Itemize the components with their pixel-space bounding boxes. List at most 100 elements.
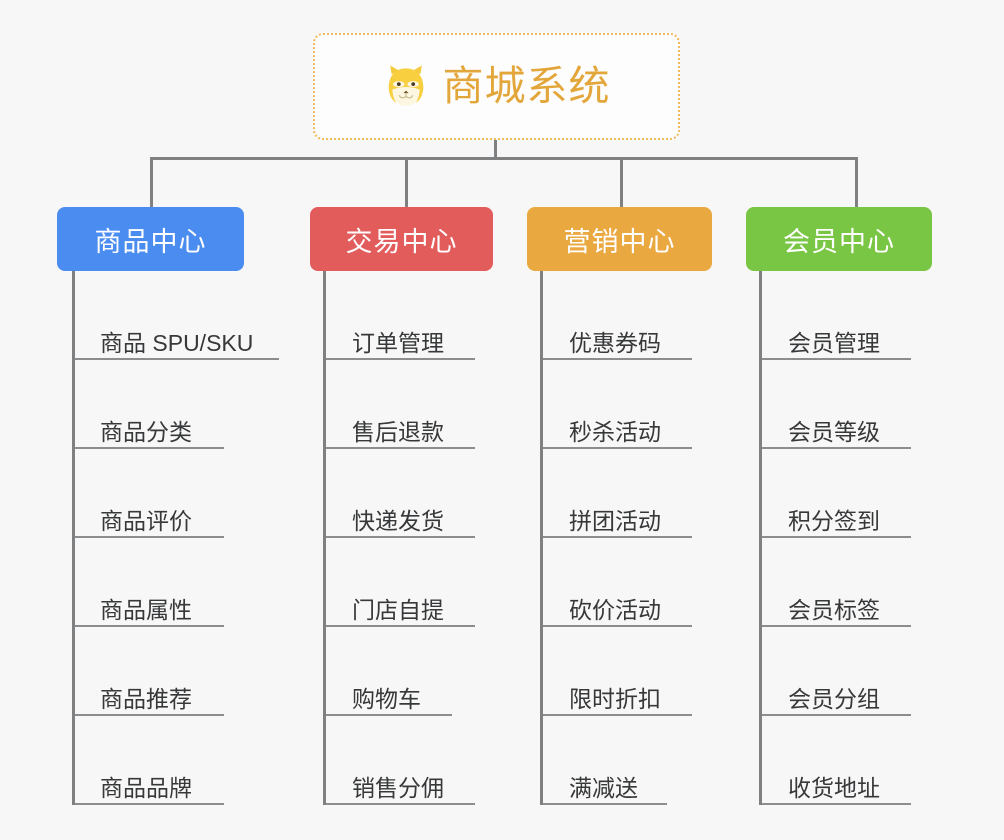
leaf-underline — [72, 803, 224, 805]
connector-drop-2 — [405, 157, 408, 210]
category-label: 交易中心 — [345, 226, 458, 257]
leaf-label: 限时折扣 — [569, 685, 661, 712]
list-item[interactable]: 秒杀活动 — [527, 360, 747, 449]
leaf-underline — [540, 714, 692, 716]
leaf-underline — [323, 803, 475, 805]
leaf-underline — [72, 536, 224, 538]
leaf-underline — [759, 358, 911, 360]
leaf-label: 秒杀活动 — [569, 418, 661, 445]
list-item[interactable]: 会员等级 — [746, 360, 966, 449]
list-item[interactable]: 购物车 — [310, 627, 530, 716]
leaf-label: 收货地址 — [788, 774, 880, 801]
leaf-label: 快递发货 — [352, 507, 444, 534]
column-member-center: 会员中心会员管理会员等级积分签到会员标签会员分组收货地址 — [746, 207, 966, 805]
list-item[interactable]: 商品分类 — [57, 360, 277, 449]
leaf-label: 门店自提 — [352, 596, 444, 623]
leaf-label: 会员分组 — [788, 685, 880, 712]
list-item[interactable]: 门店自提 — [310, 538, 530, 627]
leaf-label: 销售分佣 — [352, 774, 444, 801]
list-item[interactable]: 快递发货 — [310, 449, 530, 538]
column-spine — [323, 271, 326, 805]
leaf-label: 会员等级 — [788, 418, 880, 445]
list-item[interactable]: 会员分组 — [746, 627, 966, 716]
leaf-underline — [72, 625, 224, 627]
connector-bus — [150, 157, 858, 160]
root-node[interactable]: 商城系统 — [313, 33, 680, 140]
leaf-label: 会员管理 — [788, 329, 880, 356]
list-item[interactable]: 砍价活动 — [527, 538, 747, 627]
leaf-list-marketing-center: 优惠券码秒杀活动拼团活动砍价活动限时折扣满减送 — [527, 271, 747, 805]
list-item[interactable]: 售后退款 — [310, 360, 530, 449]
leaf-label: 会员标签 — [788, 596, 880, 623]
list-item[interactable]: 满减送 — [527, 716, 747, 805]
list-item[interactable]: 积分签到 — [746, 449, 966, 538]
column-spine — [540, 271, 543, 805]
leaf-underline — [540, 358, 692, 360]
connector-drop-3 — [620, 157, 623, 210]
leaf-underline — [323, 714, 452, 716]
list-item[interactable]: 商品 SPU/SKU — [57, 271, 279, 360]
leaf-label: 优惠券码 — [569, 329, 661, 356]
shiba-dog-face-icon — [383, 64, 429, 110]
list-item[interactable]: 会员标签 — [746, 538, 966, 627]
leaf-label: 满减送 — [569, 774, 638, 801]
category-box-trade-center[interactable]: 交易中心 — [310, 207, 493, 271]
leaf-underline — [759, 447, 911, 449]
leaf-underline — [759, 714, 911, 716]
list-item[interactable]: 拼团活动 — [527, 449, 747, 538]
category-box-marketing-center[interactable]: 营销中心 — [527, 207, 712, 271]
column-spine — [72, 271, 75, 805]
leaf-underline — [72, 358, 279, 360]
list-item[interactable]: 销售分佣 — [310, 716, 530, 805]
leaf-underline — [323, 447, 475, 449]
leaf-underline — [759, 625, 911, 627]
column-spine — [759, 271, 762, 805]
leaf-underline — [72, 447, 224, 449]
category-box-member-center[interactable]: 会员中心 — [746, 207, 932, 271]
leaf-label: 砍价活动 — [569, 596, 661, 623]
leaf-label: 商品品牌 — [100, 774, 192, 801]
leaf-underline — [540, 447, 692, 449]
leaf-underline — [323, 625, 475, 627]
connector-trunk — [494, 140, 497, 159]
category-label: 会员中心 — [783, 226, 895, 257]
list-item[interactable]: 商品评价 — [57, 449, 277, 538]
connector-drop-1 — [150, 157, 153, 210]
leaf-label: 积分签到 — [788, 507, 880, 534]
column-marketing-center: 营销中心优惠券码秒杀活动拼团活动砍价活动限时折扣满减送 — [527, 207, 747, 805]
leaf-list-trade-center: 订单管理售后退款快递发货门店自提购物车销售分佣 — [310, 271, 530, 805]
leaf-label: 商品分类 — [100, 418, 192, 445]
leaf-label: 商品评价 — [100, 507, 192, 534]
leaf-underline — [759, 536, 911, 538]
leaf-label: 售后退款 — [352, 418, 444, 445]
leaf-label: 商品属性 — [100, 596, 192, 623]
category-label: 商品中心 — [94, 226, 207, 257]
list-item[interactable]: 优惠券码 — [527, 271, 747, 360]
column-product-center: 商品中心商品 SPU/SKU 商品分类商品评价商品属性商品推荐商品品牌 — [57, 207, 279, 805]
leaf-underline — [759, 803, 911, 805]
leaf-label: 拼团活动 — [569, 507, 661, 534]
list-item[interactable]: 商品推荐 — [57, 627, 277, 716]
list-item[interactable]: 商品属性 — [57, 538, 277, 627]
connector-drop-4 — [855, 157, 858, 210]
list-item[interactable]: 限时折扣 — [527, 627, 747, 716]
category-label: 营销中心 — [563, 226, 676, 257]
list-item[interactable]: 会员管理 — [746, 271, 966, 360]
leaf-list-member-center: 会员管理会员等级积分签到会员标签会员分组收货地址 — [746, 271, 966, 805]
root-title: 商城系统 — [442, 63, 611, 109]
leaf-label: 商品推荐 — [100, 685, 192, 712]
leaf-label: 购物车 — [352, 685, 421, 712]
leaf-underline — [540, 625, 692, 627]
leaf-list-product-center: 商品 SPU/SKU 商品分类商品评价商品属性商品推荐商品品牌 — [57, 271, 279, 805]
list-item[interactable]: 商品品牌 — [57, 716, 277, 805]
list-item[interactable]: 订单管理 — [310, 271, 530, 360]
leaf-label: 订单管理 — [352, 329, 444, 356]
leaf-underline — [540, 536, 692, 538]
leaf-underline — [323, 536, 475, 538]
leaf-underline — [540, 803, 667, 805]
leaf-underline — [323, 358, 475, 360]
column-trade-center: 交易中心订单管理售后退款快递发货门店自提购物车销售分佣 — [310, 207, 530, 805]
leaf-underline — [72, 714, 224, 716]
list-item[interactable]: 收货地址 — [746, 716, 966, 805]
category-box-product-center[interactable]: 商品中心 — [57, 207, 244, 271]
